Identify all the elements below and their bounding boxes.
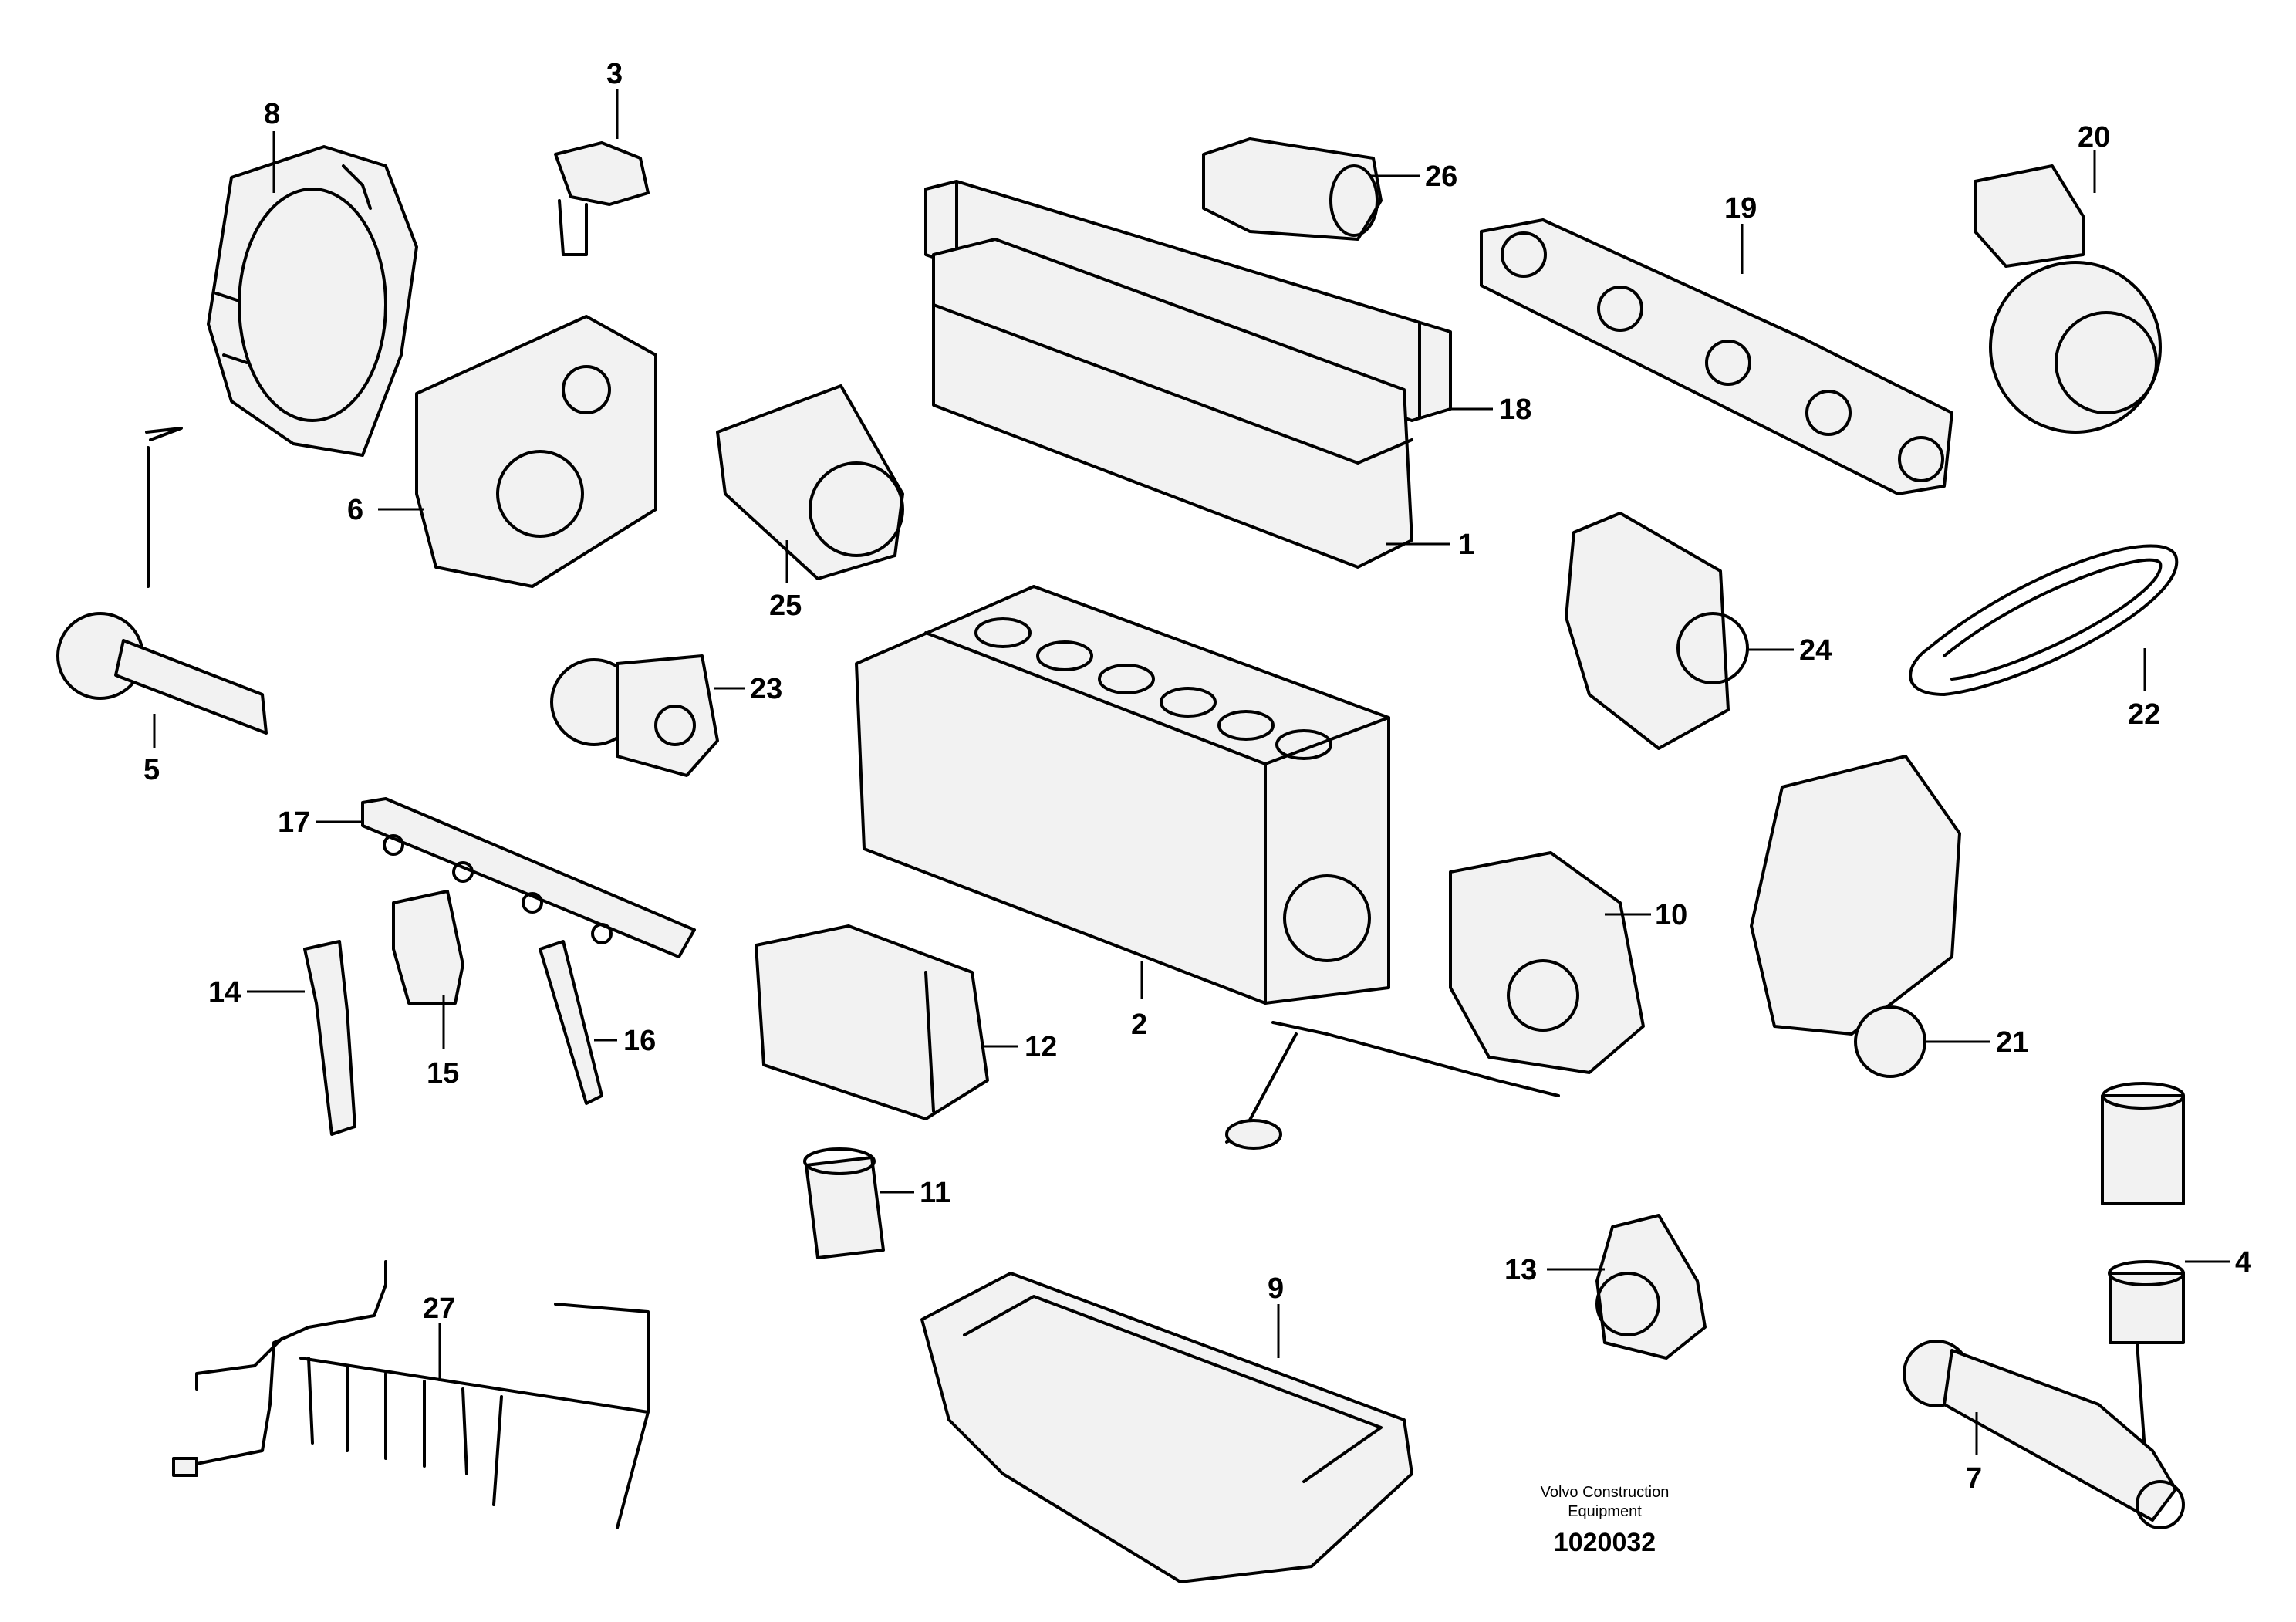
part-oil-filter <box>803 1147 885 1259</box>
callout-23: 23 <box>750 673 782 705</box>
callout-14: 14 <box>208 976 241 1009</box>
part-cylinder-block <box>855 585 1390 1005</box>
part-cylinder-head <box>932 238 1413 569</box>
callout-6: 6 <box>347 494 363 526</box>
part-air-compressor <box>1202 137 1383 241</box>
callout-21: 21 <box>1996 1026 2028 1059</box>
part-fuel-pressure-valve <box>392 890 464 1005</box>
part-drive-belt <box>1909 544 2179 696</box>
callout-26: 26 <box>1425 161 1457 193</box>
callout-4: 4 <box>2235 1246 2251 1279</box>
part-wiring-harness <box>172 1260 650 1529</box>
callout-22: 22 <box>2128 698 2160 731</box>
part-oil-pump <box>550 654 719 777</box>
part-rear-cover <box>1225 851 1645 1150</box>
callout-11: 11 <box>920 1177 950 1209</box>
brand-line-2: Equipment <box>1568 1503 1642 1520</box>
part-fuel-injector <box>539 940 603 1105</box>
part-starter-motor <box>716 384 904 580</box>
part-alternator <box>1565 512 1749 750</box>
part-crankshaft <box>1903 1340 2185 1529</box>
part-oil-sump <box>920 1272 1413 1583</box>
part-flywheel-housing <box>207 145 418 457</box>
callout-15: 15 <box>427 1057 459 1090</box>
callout-3: 3 <box>606 58 623 90</box>
part-injector-unit <box>303 940 356 1136</box>
callout-1: 1 <box>1458 529 1474 561</box>
callout-5: 5 <box>144 754 160 786</box>
callout-19: 19 <box>1724 192 1757 225</box>
part-oil-cooler <box>755 924 989 1120</box>
brand-line-1: Volvo Construction <box>1540 1484 1670 1501</box>
leader-lines <box>153 89 2230 1455</box>
callout-24: 24 <box>1799 634 1832 667</box>
part-thermostat <box>554 141 650 256</box>
callout-labels: 1 2 3 4 5 6 7 8 9 10 11 12 13 14 15 16 1… <box>144 58 2251 1495</box>
part-turbocharger <box>1974 164 2162 434</box>
callout-10: 10 <box>1655 899 1687 931</box>
callout-20: 20 <box>2078 121 2110 154</box>
callout-27: 27 <box>423 1293 455 1325</box>
part-cylinder-liner-piston <box>2101 1082 2185 1452</box>
callout-18: 18 <box>1499 394 1531 426</box>
part-timing-gear-cover <box>415 315 657 588</box>
callout-9: 9 <box>1268 1272 1284 1305</box>
drawing-number: 1020032 <box>1553 1528 1656 1557</box>
callout-13: 13 <box>1504 1254 1537 1286</box>
callout-16: 16 <box>623 1025 656 1057</box>
callout-8: 8 <box>264 98 280 130</box>
callout-17: 17 <box>278 806 310 839</box>
callout-25: 25 <box>769 590 802 622</box>
part-belt-tensioner <box>1595 1214 1707 1360</box>
part-exhaust-manifold <box>1480 218 1953 495</box>
callout-12: 12 <box>1025 1031 1057 1063</box>
part-coolant-pump-housing <box>1750 755 1961 1078</box>
part-camshaft <box>56 427 268 735</box>
callout-2: 2 <box>1131 1009 1147 1041</box>
callout-7: 7 <box>1966 1462 1982 1495</box>
